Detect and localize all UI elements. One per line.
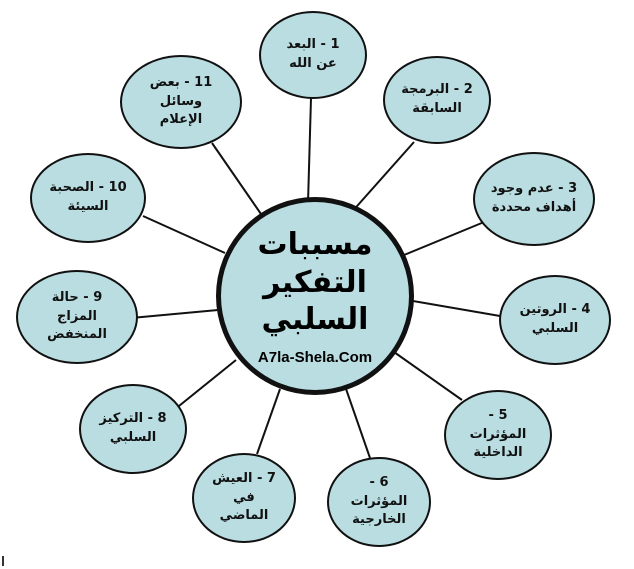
connector-1 [307, 97, 312, 204]
cause-label-5: 5 - المؤثرات الداخلية [469, 407, 527, 461]
connector-4 [412, 300, 501, 317]
cause-node-7: 7 - العيش في الماضي [192, 453, 296, 543]
cause-label-10: 10 - الصحبة السيئة [49, 180, 127, 214]
cause-label-1: 1 - البعد عن الله [286, 37, 340, 71]
cause-node-11: 11 - بعض وسائل الإعلام [120, 55, 242, 149]
cause-node-1: 1 - البعد عن الله [259, 11, 367, 99]
cause-node-9: 9 - حالة المزاج المنخفض [16, 270, 138, 364]
connector-11 [211, 142, 262, 215]
cause-node-10: 10 - الصحبة السيئة [30, 153, 146, 243]
cause-label-6: 6 - المؤثرات الخارجية [350, 474, 408, 528]
cause-node-2: 2 - البرمجة السابقة [383, 56, 491, 144]
connector-7 [256, 388, 281, 455]
cause-label-4: 4 - الروتين السلبي [519, 302, 591, 336]
corner-tick [2, 556, 4, 566]
connector-6 [344, 385, 371, 459]
cause-label-9: 9 - حالة المزاج المنخفض [47, 289, 107, 343]
connector-8 [173, 359, 237, 411]
connector-2 [349, 141, 415, 215]
cause-node-4: 4 - الروتين السلبي [499, 275, 611, 365]
cause-label-8: 8 - التركيز السلبي [99, 411, 167, 445]
connector-10 [142, 215, 226, 254]
connector-3 [403, 219, 490, 256]
cause-label-2: 2 - البرمجة السابقة [401, 82, 473, 116]
central-title: مسببات التفكير السلبي [257, 227, 373, 338]
cause-node-5: 5 - المؤثرات الداخلية [444, 390, 552, 480]
central-node: مسببات التفكير السلبي A7la-Shela.Com [216, 197, 414, 395]
cause-label-11: 11 - بعض وسائل الإعلام [149, 74, 213, 128]
cause-label-3: 3 - عدم وجود أهداف محددة [490, 181, 578, 215]
connector-9 [130, 309, 219, 319]
website-label: A7la-Shela.Com [257, 348, 373, 366]
cause-node-8: 8 - التركيز السلبي [79, 384, 187, 474]
cause-label-7: 7 - العيش في الماضي [212, 470, 276, 524]
connector-5 [393, 351, 463, 401]
cause-node-3: 3 - عدم وجود أهداف محددة [473, 152, 595, 246]
cause-node-6: 6 - المؤثرات الخارجية [327, 457, 431, 547]
